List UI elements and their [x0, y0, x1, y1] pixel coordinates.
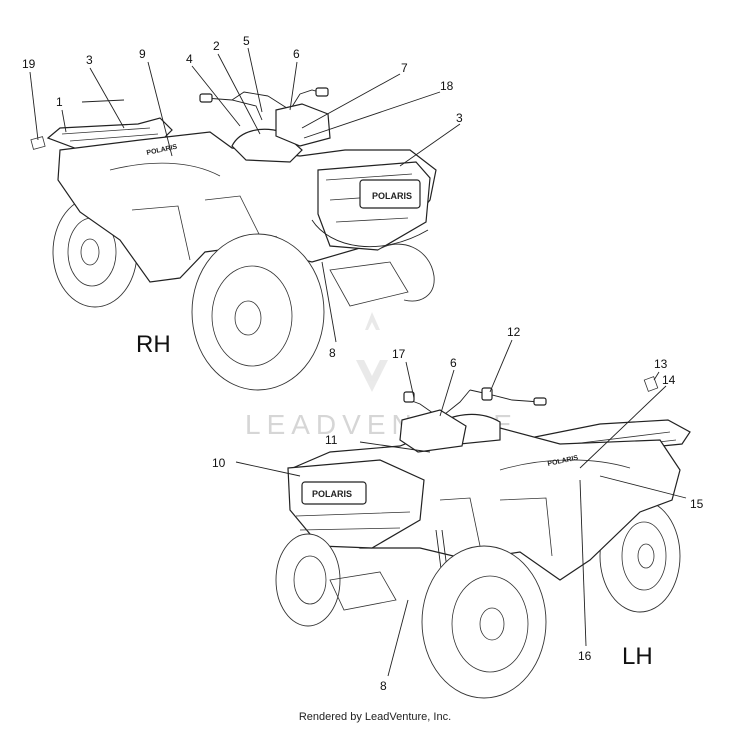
- callout-10: 10: [212, 456, 226, 470]
- watermark-logo: [356, 312, 388, 392]
- rh-front-decal: POLARIS: [372, 191, 412, 201]
- callout-18: 18: [440, 79, 454, 93]
- callout-12: 12: [507, 325, 521, 339]
- callout-14: 14: [662, 373, 676, 387]
- lh-front-far-wheel: [275, 533, 341, 627]
- callout-9: 9: [139, 47, 146, 61]
- callout-19: 19: [22, 57, 36, 71]
- callout-15: 15: [690, 497, 704, 511]
- callout-1: 1: [56, 95, 63, 109]
- callout-13: 13: [654, 357, 668, 371]
- callout-6-lh: 6: [450, 356, 457, 370]
- view-label-lh: LH: [622, 643, 653, 670]
- callout-17: 17: [392, 347, 406, 361]
- callout-5: 5: [243, 34, 250, 48]
- callout-3-front: 3: [456, 111, 463, 125]
- lh-front-decal: POLARIS: [312, 489, 352, 499]
- callout-8-lh: 8: [380, 679, 387, 693]
- callout-6-rh: 6: [293, 47, 300, 61]
- callout-2: 2: [213, 39, 220, 53]
- lh-front-wheel: [421, 545, 547, 699]
- callout-8-rh: 8: [329, 346, 336, 360]
- lh-leader-lines: [235, 339, 687, 677]
- callout-16: 16: [578, 649, 592, 663]
- render-credit: Rendered by LeadVenture, Inc.: [298, 711, 452, 723]
- rh-front-wheel: [191, 233, 325, 391]
- callout-11: 11: [325, 433, 338, 447]
- callout-3-rear: 3: [86, 53, 93, 67]
- atv-rh-illustration: POLARIS POLARIS: [46, 87, 437, 391]
- callout-4: 4: [186, 52, 193, 66]
- view-label-rh: RH: [136, 331, 171, 358]
- rh-leader-lines: [29, 47, 461, 343]
- callout-7: 7: [401, 61, 408, 75]
- rh-far-wheel: [377, 243, 435, 302]
